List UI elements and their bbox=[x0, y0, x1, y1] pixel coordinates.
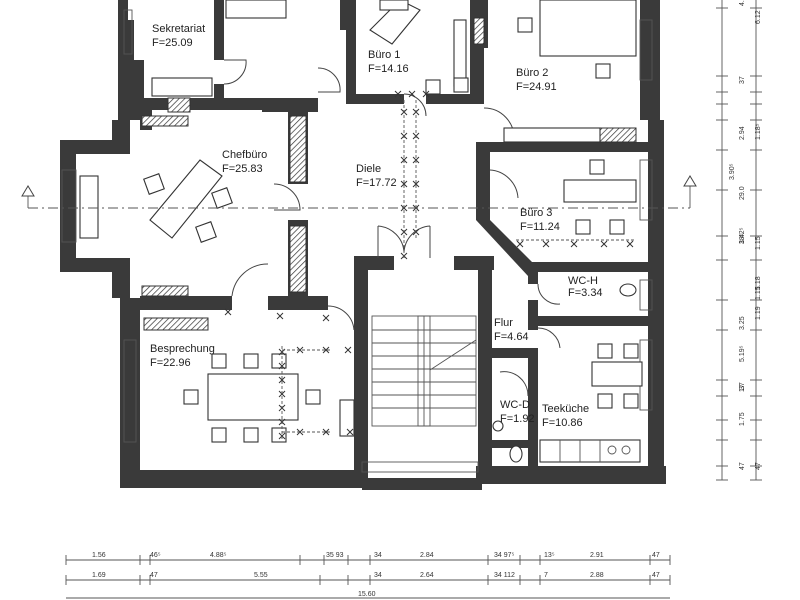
room-name-buero2: Büro 2 bbox=[516, 67, 548, 79]
room-name-besprechung: Besprechung bbox=[150, 343, 215, 355]
dimension-chain-bottom: 1.56 46⁵ 4.88⁵ 35 93 34 2.84 34 97⁵ 13⁵ 2.91 47 1.… bbox=[65, 552, 671, 599]
dim-label-bottom: 2.64 bbox=[420, 572, 434, 579]
dim-label-right: 1.75 bbox=[739, 412, 746, 426]
room-name-wc-h: WC-H bbox=[568, 275, 598, 287]
room-area-buero2: F=24.91 bbox=[516, 81, 557, 93]
cross-mark bbox=[412, 180, 420, 188]
dim-label-bottom: 13⁵ bbox=[544, 552, 555, 559]
cross-mark bbox=[346, 428, 354, 436]
hatched-elements bbox=[141, 17, 637, 331]
dim-label-total: 15.60 bbox=[358, 591, 376, 598]
cross-mark bbox=[400, 180, 408, 188]
cross-mark bbox=[626, 240, 634, 248]
dim-label-right: 37 bbox=[739, 382, 746, 390]
cross-mark bbox=[600, 240, 608, 248]
section-axis bbox=[21, 175, 697, 209]
room-area-wc-d: F=1.92 bbox=[500, 413, 535, 425]
dim-label-right: 38⁵ bbox=[739, 233, 746, 244]
dim-label-right: 6.12 bbox=[755, 10, 762, 24]
room-area-buero1: F=14.16 bbox=[368, 63, 409, 75]
room-name-sekretariat: Sekretariat bbox=[152, 23, 205, 35]
dim-label-right: 1.15 bbox=[755, 286, 762, 300]
room-name-chefbuero: Chefbüro bbox=[222, 149, 267, 161]
room-area-wc-h: F=3.34 bbox=[568, 287, 603, 299]
dim-label-right: 1.42⁵ bbox=[739, 227, 746, 244]
dim-label-bottom: 1.69 bbox=[92, 572, 106, 579]
dim-label-bottom: 46⁵ bbox=[150, 552, 161, 559]
cross-mark bbox=[422, 90, 430, 98]
dim-label-right: 5.19⁵ bbox=[739, 345, 746, 362]
cross-mark bbox=[224, 308, 232, 316]
cross-mark bbox=[344, 346, 352, 354]
dim-label-bottom: 2.91 bbox=[590, 552, 604, 559]
cross-mark bbox=[322, 428, 330, 436]
room-area-chefbuero: F=25.83 bbox=[222, 163, 263, 175]
dim-label-bottom: 7 bbox=[544, 572, 548, 579]
windows bbox=[61, 9, 653, 443]
room-name-diele: Diele bbox=[356, 163, 381, 175]
dim-label-right: 1.18 bbox=[755, 276, 762, 290]
cross-mark bbox=[394, 90, 402, 98]
dim-label-right: 17 bbox=[739, 384, 746, 392]
room-area-diele: F=17.72 bbox=[356, 177, 397, 189]
dim-label-bottom: 34 112 bbox=[494, 572, 515, 579]
dim-label-bottom: 47 bbox=[652, 572, 660, 579]
dim-label-bottom: 34 bbox=[374, 552, 382, 559]
dim-label-bottom: 47 bbox=[150, 572, 158, 579]
room-area-teekueche: F=10.86 bbox=[542, 417, 583, 429]
dim-label-right: 1.18⁵ bbox=[755, 123, 762, 140]
room-name-buero1: Büro 1 bbox=[368, 49, 400, 61]
dim-label-bottom: 35 93 bbox=[326, 552, 344, 559]
dim-label-bottom: 2.84 bbox=[420, 552, 434, 559]
dim-label-right: 37 bbox=[739, 76, 746, 84]
room-area-buero3: F=11.24 bbox=[520, 221, 560, 233]
room-area-besprechung: F=22.96 bbox=[150, 357, 191, 369]
cross-mark bbox=[408, 90, 416, 98]
dim-label-bottom: 2.88 bbox=[590, 572, 604, 579]
room-name-teekueche: Teeküche bbox=[542, 403, 589, 415]
dim-label-bottom: 1.56 bbox=[92, 552, 106, 559]
dim-label-right: 3.25 bbox=[739, 316, 746, 330]
cross-marks bbox=[224, 90, 636, 440]
cross-mark bbox=[322, 314, 330, 322]
dim-label-right: 29.0 bbox=[739, 186, 746, 200]
cross-mark bbox=[570, 240, 578, 248]
furniture bbox=[79, 0, 643, 463]
dim-label-bottom: 5.55 bbox=[254, 572, 268, 579]
cross-mark bbox=[278, 376, 286, 384]
room-name-buero3: Büro 3 bbox=[520, 207, 552, 219]
cross-mark bbox=[516, 240, 524, 248]
room-labels: Sekretariat F=25.09 Büro 1 F=14.16 Büro … bbox=[150, 23, 603, 429]
dim-label-right: 4.0 bbox=[739, 0, 746, 6]
room-name-wc-d: WC-D bbox=[500, 399, 530, 411]
room-area-sekretariat: F=25.09 bbox=[152, 37, 193, 49]
dim-label-right: 1.19 bbox=[755, 306, 762, 320]
room-name-flur: Flur bbox=[494, 317, 513, 329]
dim-label-right: 3.90⁵ bbox=[729, 163, 736, 180]
dim-label-right: 47 bbox=[739, 462, 746, 470]
staircase bbox=[361, 315, 479, 473]
dim-label-right: 1.15 bbox=[755, 236, 762, 250]
dim-label-bottom: 34 bbox=[374, 572, 382, 579]
dim-label-right: 47 bbox=[755, 462, 762, 470]
dim-label-bottom: 47 bbox=[652, 552, 660, 559]
doors bbox=[223, 59, 561, 397]
dim-label-bottom: 34 97⁵ bbox=[494, 552, 515, 559]
dim-label-right: 2.94 bbox=[739, 126, 746, 140]
dim-label-bottom: 4.88⁵ bbox=[210, 552, 227, 559]
cross-mark bbox=[276, 312, 284, 320]
cross-mark bbox=[322, 346, 330, 354]
cross-mark bbox=[542, 240, 550, 248]
room-area-flur: F=4.64 bbox=[494, 331, 529, 343]
